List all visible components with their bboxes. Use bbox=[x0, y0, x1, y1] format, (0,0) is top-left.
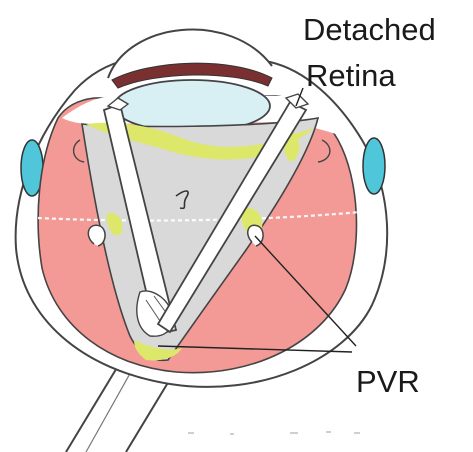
label-retina: Retina bbox=[306, 58, 396, 93]
iris-right bbox=[363, 138, 385, 194]
label-pvr: PVR bbox=[356, 364, 420, 399]
scan-speckles bbox=[188, 431, 360, 435]
label-detached: Detached bbox=[303, 12, 436, 47]
